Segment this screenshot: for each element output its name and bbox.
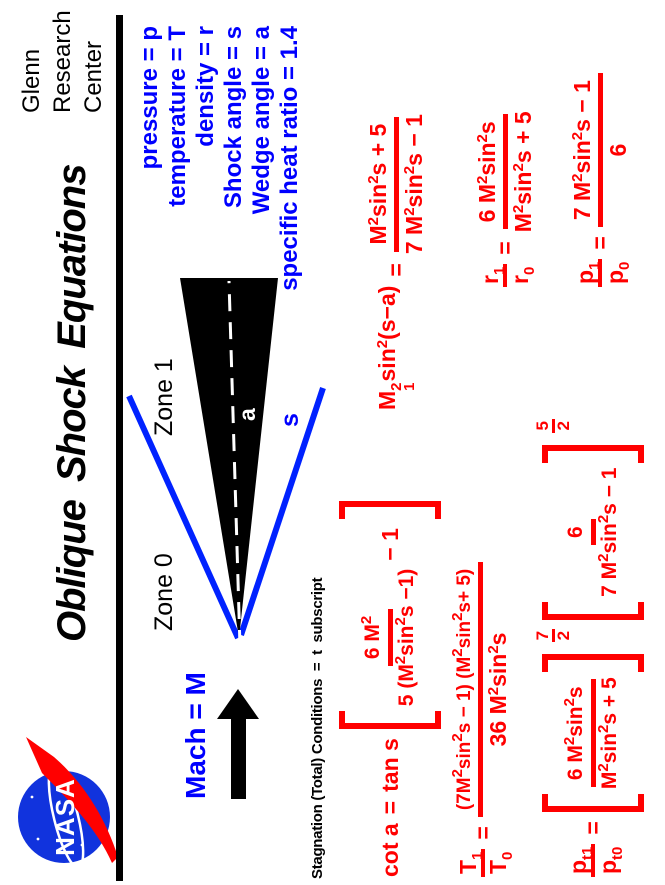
flow-arrow-head: [217, 689, 259, 719]
equation-temperature-ratio: T1 T0 = (7M2sin2s − 1) (M2sin2s+ 5) 36 M…: [428, 561, 538, 877]
left-bracket: [542, 601, 644, 620]
fraction-denominator: M2sin2s + 5: [509, 111, 536, 233]
exponent-numerator: 7: [533, 628, 555, 643]
fraction-numerator: 6: [564, 519, 596, 546]
eq-lhs-fraction: r1 r0: [477, 263, 538, 287]
fraction-denominator: 5 (M2sin2s −1): [391, 568, 418, 707]
lhs-denominator: pt0: [595, 846, 626, 874]
equals-sign: =: [491, 241, 518, 255]
fraction: 6 7 M2sin2s − 1: [564, 467, 621, 597]
exponent-fraction: 7 2: [533, 628, 573, 643]
fraction-numerator: 7 M2sin2s − 1: [569, 73, 603, 228]
fraction: M2sin2s + 5 7 M2sin2s − 1: [365, 114, 427, 255]
logo-vector: [26, 737, 118, 863]
logo-wordmark: NASA: [50, 778, 80, 856]
eq-lhs-fraction: pt1 pt0: [565, 843, 626, 877]
lhs-subscript: 1: [401, 382, 418, 391]
bracket-group: 6 M2 5 (M2sin2s −1) − 1: [339, 501, 441, 730]
definition-temperature: temperature = T: [164, 26, 191, 207]
stagnation-note: Stagnation (Total) Conditions = t subscr…: [309, 577, 326, 879]
equation-pressure-ratio: p1 p0 = 7 M2sin2s − 1 6: [545, 73, 655, 287]
mach-label: Mach = M: [180, 672, 211, 799]
definition-wedge-angle: Wedge angle = a: [248, 26, 275, 215]
center-name-line: Center: [80, 40, 107, 113]
fraction: 6 M2sin2s M2sin2s + 5: [474, 111, 536, 233]
equals-sign: =: [382, 263, 409, 277]
right-bracket: [542, 444, 644, 463]
lower-shock-line: [238, 387, 326, 636]
right-bracket: [339, 501, 441, 520]
fraction-denominator: 6: [604, 143, 631, 157]
wedge-centerline: [227, 280, 242, 648]
page-title: Oblique Shock Equations: [50, 164, 94, 643]
eq-lhs-fraction: p1 p0: [572, 258, 633, 287]
wedge-angle-label: a: [234, 408, 260, 421]
center-name-line: Glenn: [18, 48, 45, 113]
lhs-rest: sin2(s−a): [374, 285, 401, 382]
lhs-numerator: p1: [572, 258, 603, 287]
definition-pressure: pressure = p: [136, 26, 163, 170]
fraction: 6 M2 5 (M2sin2s −1): [358, 568, 418, 707]
fraction-numerator: (7M2sin2s − 1) (M2sin2s+ 5): [449, 561, 484, 818]
wedge-diagram: [126, 278, 326, 648]
fraction-numerator: 6 M2: [358, 608, 393, 667]
fraction-numerator: 6 M2sin2s: [561, 679, 596, 788]
lhs-base: M: [374, 390, 401, 410]
nasa-logo: NASA: [18, 737, 118, 869]
eq-prefactor: tan s: [376, 738, 403, 792]
symbol-definitions: pressure = p temperature = T density = r…: [136, 26, 304, 291]
definition-heat-ratio: specific heat ratio = 1.4: [276, 26, 303, 291]
fraction-numerator: M2sin2s + 5: [365, 116, 399, 252]
fraction-denominator: 36 M2sin2s: [485, 632, 512, 747]
bracket-group: 6 M2sin2s M2sin2s + 5: [542, 654, 644, 813]
center-name-line: Research: [49, 10, 76, 113]
bracket-tail: − 1: [376, 528, 403, 561]
lhs-numerator: T1: [455, 848, 486, 877]
lhs-denominator: p0: [602, 261, 633, 284]
exponent-fraction: 5 2: [533, 419, 573, 433]
equation-density-ratio: r1 r0 = 6 M2sin2s M2sin2s + 5: [450, 111, 560, 287]
lhs-numerator: pt1: [565, 843, 596, 877]
eq-lhs: cot a: [376, 823, 403, 877]
fraction-numerator: 6 M2sin2s: [474, 114, 508, 230]
lhs-denominator: r0: [507, 266, 538, 284]
equals-sign: =: [376, 800, 403, 815]
upper-shock-line: [126, 394, 241, 640]
eq-lhs-fraction: T1 T0: [455, 848, 516, 877]
fraction: 6 M2sin2s M2sin2s + 5: [561, 677, 621, 790]
left-bracket: [542, 794, 644, 813]
exponent-denominator: 2: [554, 421, 573, 431]
wedge-body: [180, 278, 278, 638]
shock-angle-label: s: [276, 413, 304, 427]
exponent-denominator: 2: [554, 630, 573, 641]
flow-arrow-shaft: [231, 717, 246, 799]
zone0-label: Zone 0: [150, 553, 178, 631]
left-bracket: [339, 711, 441, 730]
fraction-denominator: M2sin2s + 5: [594, 677, 621, 790]
bracket-group: 6 7 M2sin2s − 1: [542, 444, 644, 620]
zone1-label: Zone 1: [150, 358, 178, 436]
lhs-numerator: r1: [477, 263, 508, 287]
right-bracket: [542, 654, 644, 673]
equals-sign: =: [586, 236, 613, 250]
fraction: 7 M2sin2s − 1 6: [569, 73, 631, 228]
equals-sign: =: [579, 821, 606, 835]
definition-density: density = r: [192, 26, 219, 147]
center-name: Glenn Research Center: [16, 10, 109, 113]
fraction-denominator: 7 M2sin2s − 1: [594, 467, 621, 597]
exponent-numerator: 5: [533, 419, 555, 433]
lhs-denominator: T0: [485, 851, 516, 874]
equation-total-pressure-ratio: pt1 pt0 = 6 M2sin2s M2sin2s + 5 7 2 6: [533, 419, 648, 877]
equals-sign: =: [469, 826, 496, 840]
definition-shock-angle: Shock angle = s: [220, 26, 247, 209]
fraction: (7M2sin2s − 1) (M2sin2s+ 5) 36 M2sin2s: [449, 561, 512, 818]
fraction-denominator: 7 M2sin2s − 1: [400, 114, 427, 255]
